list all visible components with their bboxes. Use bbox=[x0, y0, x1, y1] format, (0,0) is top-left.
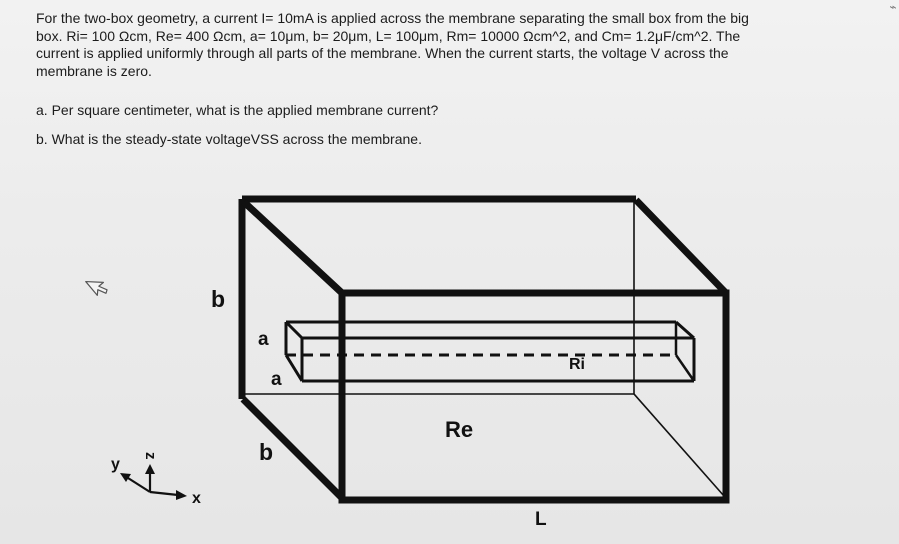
label-b-bottom: b bbox=[259, 439, 273, 465]
corner-edge-icon: ⌁ bbox=[889, 0, 897, 14]
small-box-top-left-connector bbox=[284, 320, 304, 340]
small-box-top-right-connector bbox=[675, 320, 695, 340]
z-axis-arrowhead bbox=[145, 464, 155, 474]
big-box-front-face bbox=[338, 289, 730, 504]
mouse-cursor-icon bbox=[85, 280, 108, 296]
x-axis-arrowhead bbox=[176, 490, 187, 500]
small-box bbox=[284, 320, 696, 383]
axis-label-x: x bbox=[192, 490, 201, 507]
big-box-top-right-diagonal bbox=[633, 197, 729, 296]
big-box-bottom-right-diagonal bbox=[633, 393, 725, 497]
problem-statement: For the two-box geometry, a current I= 1… bbox=[36, 10, 776, 80]
small-box-bottom-left-connector bbox=[284, 354, 304, 382]
label-l: L bbox=[535, 509, 547, 530]
question-a: a. Per square centimeter, what is the ap… bbox=[36, 102, 439, 118]
x-axis-line bbox=[149, 490, 179, 497]
label-ri: Ri bbox=[569, 356, 585, 373]
label-a-upper: a bbox=[258, 329, 269, 350]
label-b-top: b bbox=[211, 286, 225, 312]
axes-indicator bbox=[120, 464, 187, 500]
problem-text: For the two-box geometry, a current I= 1… bbox=[36, 10, 749, 79]
small-box-bottom-right-connector bbox=[674, 354, 696, 382]
question-b: b. What is the steady-state voltageVSS a… bbox=[36, 131, 422, 147]
axis-label-y: y bbox=[111, 456, 120, 473]
big-box-top-left-diagonal bbox=[241, 199, 345, 296]
big-box bbox=[238, 195, 730, 504]
y-axis-line bbox=[127, 477, 151, 493]
y-axis-arrowhead bbox=[120, 473, 131, 482]
big-box-bottom-left-diagonal bbox=[240, 396, 345, 501]
label-re: Re bbox=[445, 417, 473, 442]
label-a-lower: a bbox=[271, 369, 282, 390]
axis-label-z: z bbox=[142, 452, 159, 460]
